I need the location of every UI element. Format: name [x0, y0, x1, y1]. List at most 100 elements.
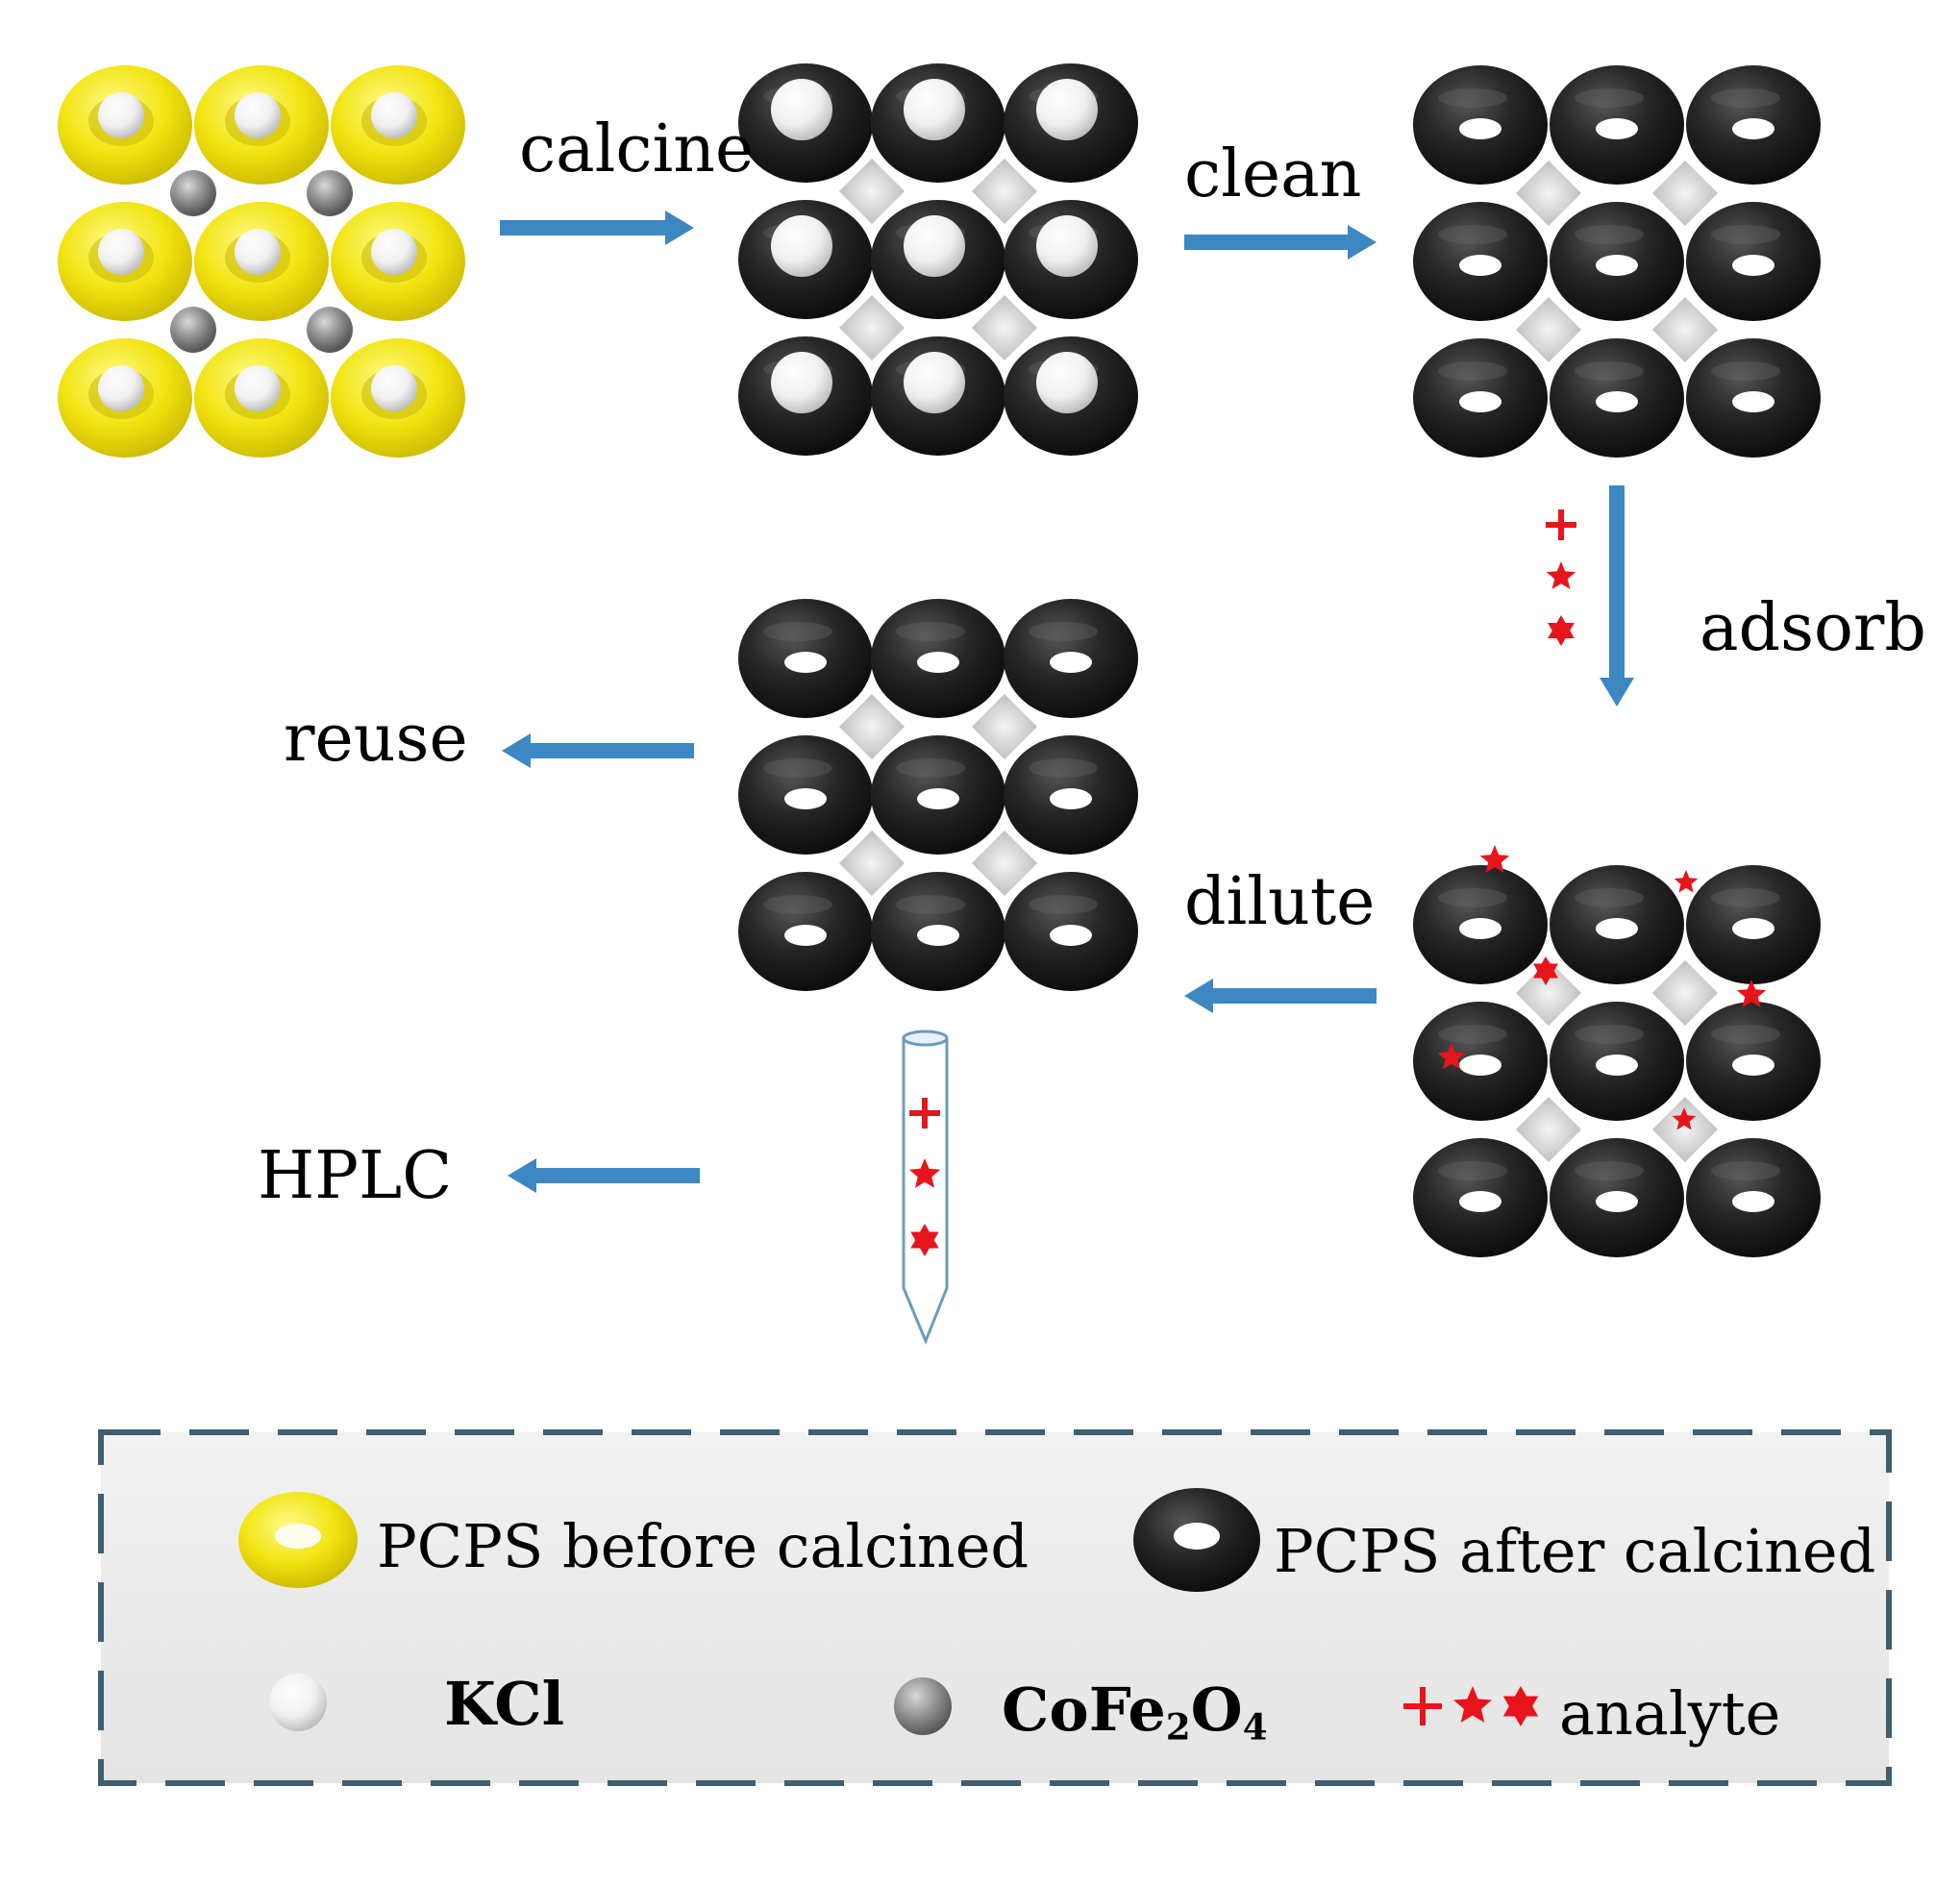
pore-hole — [1459, 1191, 1501, 1212]
pore-hole — [917, 788, 959, 809]
pore-hole — [1596, 918, 1638, 939]
pore-hole — [1596, 391, 1638, 412]
dilute-label: dilute — [1184, 864, 1376, 940]
pore-hole — [1732, 1191, 1774, 1212]
white-sphere-icon — [1036, 215, 1098, 277]
white-sphere-icon — [771, 352, 832, 413]
pore-hole — [1596, 1055, 1638, 1076]
interstitial-gap — [1516, 161, 1581, 226]
pore-hole — [1050, 788, 1092, 809]
pore-hole — [1459, 255, 1501, 276]
white-sphere-icon — [235, 92, 281, 138]
red-star-icon — [1403, 1687, 1442, 1725]
white-sphere-icon — [371, 229, 417, 275]
adsorb-label: adsorb — [1699, 590, 1926, 666]
red-star-icon — [1502, 1686, 1539, 1726]
pore-hole — [1459, 391, 1501, 412]
pore-hole — [1459, 918, 1501, 939]
legend-box — [101, 1432, 1889, 1783]
pore-hole — [784, 788, 827, 809]
white-sphere-icon — [371, 92, 417, 138]
grid-adsorbed — [1413, 845, 1821, 1257]
white-sphere-icon — [98, 92, 144, 138]
interstitial-gap — [1516, 297, 1581, 362]
interstitial-gap — [839, 295, 905, 360]
pore-hole — [917, 652, 959, 673]
white-sphere-icon — [98, 365, 144, 411]
yellow-torus-icon — [238, 1492, 358, 1588]
white-sphere-icon — [904, 215, 965, 277]
legend-before-label: PCPS before calcined — [377, 1511, 1030, 1581]
interstitial-gap — [839, 831, 905, 896]
calcine-label: calcine — [519, 112, 755, 187]
red-star-icon — [1546, 509, 1576, 540]
legend-border — [98, 1429, 1892, 1786]
white-sphere-icon — [771, 79, 832, 140]
pore-hole — [1050, 652, 1092, 673]
legend-kcl-label: KCl — [444, 1669, 565, 1739]
interstitial-gap — [839, 694, 905, 759]
pore-hole — [1050, 925, 1092, 946]
interstitial-gap — [1652, 297, 1718, 362]
pore-hole — [1732, 255, 1774, 276]
white-sphere-icon — [1036, 352, 1098, 413]
red-star-icon — [1736, 980, 1767, 1007]
interstitial-gap — [1516, 1097, 1581, 1162]
interstitial-gap — [839, 159, 905, 224]
legend-analyte-label: analyte — [1559, 1678, 1781, 1749]
pore-hole — [1596, 118, 1638, 139]
legend-after-label: PCPS after calcined — [1274, 1516, 1876, 1586]
interstitial-gap — [1652, 960, 1718, 1026]
adsorb-arrow-icon — [1600, 485, 1634, 707]
pore-hole — [1596, 1191, 1638, 1212]
interstitial-gap — [972, 831, 1037, 896]
gray-sphere-icon — [894, 1677, 952, 1735]
interstitial-gap — [1516, 960, 1581, 1026]
interstitial-gap — [972, 694, 1037, 759]
pore-hole — [1596, 255, 1638, 276]
interstitial-gap — [972, 159, 1037, 224]
reuse-label: reuse — [284, 701, 468, 777]
interstitial-gap — [972, 295, 1037, 360]
white-sphere-icon — [98, 229, 144, 275]
hplc-arrow-icon — [508, 1158, 700, 1193]
interstitial-gap — [1652, 1097, 1718, 1162]
red-star-icon — [908, 1158, 941, 1188]
pore-hole — [1732, 1055, 1774, 1076]
grid-cleaned — [1413, 65, 1821, 458]
red-star-icon — [910, 1224, 939, 1256]
pore-hole — [1732, 391, 1774, 412]
clean-arrow-icon — [1184, 225, 1377, 260]
red-star-icon — [1533, 956, 1558, 985]
white-sphere-icon — [904, 352, 965, 413]
pore-hole — [1732, 118, 1774, 139]
clean-label: clean — [1184, 136, 1362, 212]
grid-after-calcine — [738, 63, 1138, 456]
gray-sphere-icon — [172, 172, 214, 214]
red-star-icon — [1479, 845, 1510, 873]
pore-hole — [917, 925, 959, 946]
calcine-arrow-icon — [500, 211, 694, 245]
black-torus-icon — [1133, 1488, 1260, 1592]
pore-hole — [1459, 118, 1501, 139]
pore-hole — [1459, 1055, 1501, 1076]
red-star-icon — [1672, 1107, 1697, 1130]
red-star-icon — [1674, 870, 1699, 893]
pore-hole — [784, 925, 827, 946]
red-star-icon — [909, 1098, 940, 1129]
red-star-icon — [1548, 615, 1575, 646]
hplc-label: HPLC — [258, 1138, 453, 1214]
legend-icons — [238, 1488, 1539, 1735]
white-sphere-icon — [235, 365, 281, 411]
grid-before-calcine — [58, 65, 465, 458]
white-sphere-icon — [269, 1674, 327, 1731]
test-tube-icon — [902, 1030, 949, 1345]
legend-cofe-label: CoFe2O4 — [1002, 1675, 1268, 1749]
reuse-arrow-icon — [502, 733, 694, 768]
pore-hole — [1732, 918, 1774, 939]
gray-sphere-icon — [309, 309, 351, 351]
white-sphere-icon — [904, 79, 965, 140]
interstitial-gap — [1652, 161, 1718, 226]
